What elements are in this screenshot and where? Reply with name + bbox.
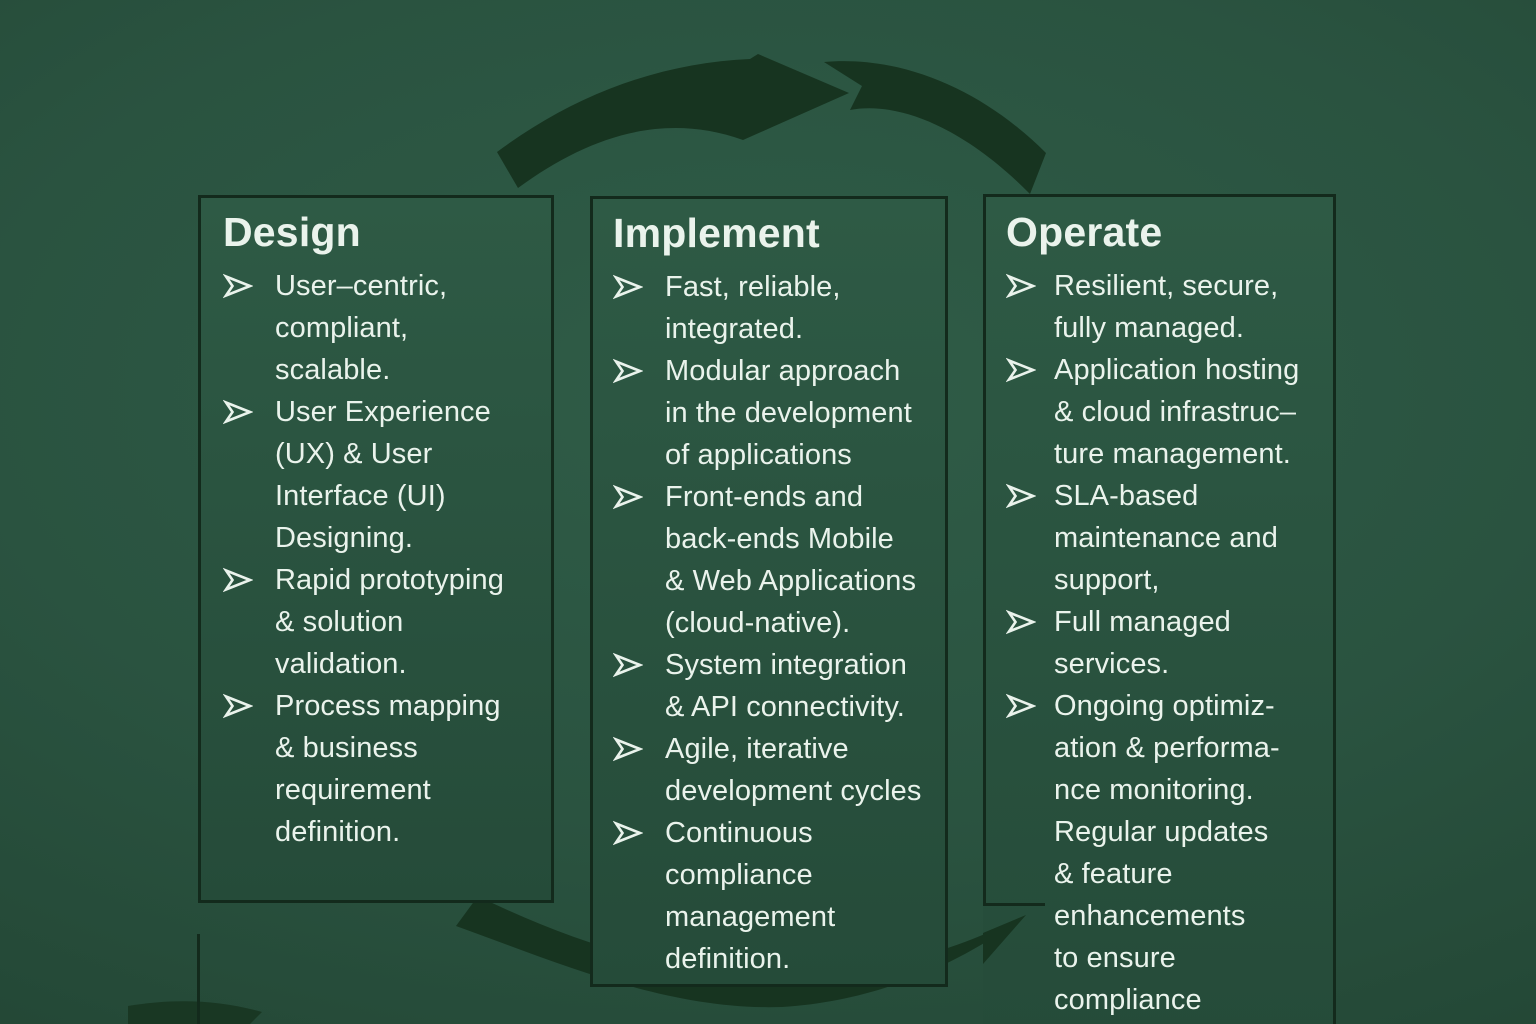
cycle-arrow-bottom-left-remnant [128,1001,262,1024]
list-item-text: Application hosting & cloud infrastruc– … [1054,354,1300,470]
arrow-bullet-icon [612,350,665,476]
arrow-bullet-icon [1005,601,1054,685]
arrow-bullet-icon [612,476,665,644]
arrow-bullet-icon [612,812,665,980]
operate-box-corner-tick [983,903,1045,906]
arrow-bullet-icon [222,265,275,391]
list-item: User–centric, compliant, scalable. [222,265,537,391]
implement-bullet-list: Fast, reliable, integrated. Modular appr… [612,266,933,980]
arrow-bullet-icon [612,644,665,728]
list-item: Application hosting & cloud infrastruc– … [1005,349,1325,475]
list-item: SLA-based maintenance and support, [1005,475,1325,601]
partial-outline-segment [197,934,200,1024]
design-box-title: Design [223,209,361,255]
list-item: Modular approach in the development of a… [612,350,933,476]
list-item-text: Continuous compliance management definit… [665,817,836,975]
list-item-text: Process mapping & business requirement d… [275,690,501,848]
list-item: Fast, reliable, integrated. [612,266,933,350]
list-item-text: User–centric, compliant, scalable. [275,270,448,386]
list-item-text: User Experience (UX) & User Interface (U… [275,396,491,554]
list-item-text: Ongoing optimiz- ation & performa- nce m… [1054,690,1280,1016]
list-item: Front-ends and back-ends Mobile & Web Ap… [612,476,933,644]
list-item: User Experience (UX) & User Interface (U… [222,391,537,559]
design-bullet-list: User–centric, compliant, scalable. User … [222,265,537,853]
implement-phase-box: Implement Fast, reliable, integrated. Mo… [590,196,948,987]
arrow-bullet-icon [222,391,275,559]
list-item-text: Rapid prototyping & solution validation. [275,564,505,680]
arrow-bullet-icon [1005,265,1054,349]
arrow-bullet-icon [1005,685,1054,1021]
list-item: System integration & API connectivity. [612,644,933,728]
operate-box-title: Operate [1006,209,1163,255]
list-item-text: Agile, iterative development cycles [665,733,922,807]
list-item-text: SLA-based maintenance and support, [1054,480,1278,596]
list-item-text: Resilient, secure, fully managed. [1054,270,1279,344]
list-item-text: Fast, reliable, integrated. [665,271,841,345]
list-item: Rapid prototyping & solution validation. [222,559,537,685]
arrow-bullet-icon [612,728,665,812]
list-item: Resilient, secure, fully managed. [1005,265,1325,349]
arrow-bullet-icon [1005,475,1054,601]
list-item-text: Modular approach in the development of a… [665,355,912,471]
list-item-text: System integration & API connectivity. [665,649,907,723]
list-item: Process mapping & business requirement d… [222,685,537,853]
cycle-arrow-top-left-segment-with-arrowhead [497,54,849,188]
list-item-text: Front-ends and back-ends Mobile & Web Ap… [665,481,917,639]
operate-bullet-list: Resilient, secure, fully managed. Applic… [1005,265,1325,1021]
list-item-text: Full managed services. [1054,606,1231,680]
operate-phase-box: Operate Resilient, secure, fully managed… [983,194,1336,1024]
list-item: Ongoing optimiz- ation & performa- nce m… [1005,685,1325,1021]
list-item: Agile, iterative development cycles [612,728,933,812]
arrow-bullet-icon [612,266,665,350]
arrow-bullet-icon [222,559,275,685]
cycle-arrow-top-right-segment [824,61,1046,195]
list-item: Continuous compliance management definit… [612,812,933,980]
list-item: Full managed services. [1005,601,1325,685]
arrow-bullet-icon [1005,349,1054,475]
arrow-bullet-icon [222,685,275,853]
operate-box-left-border [983,197,986,903]
implement-box-title: Implement [613,210,820,256]
design-phase-box: Design User–centric, compliant, scalable… [198,195,554,903]
